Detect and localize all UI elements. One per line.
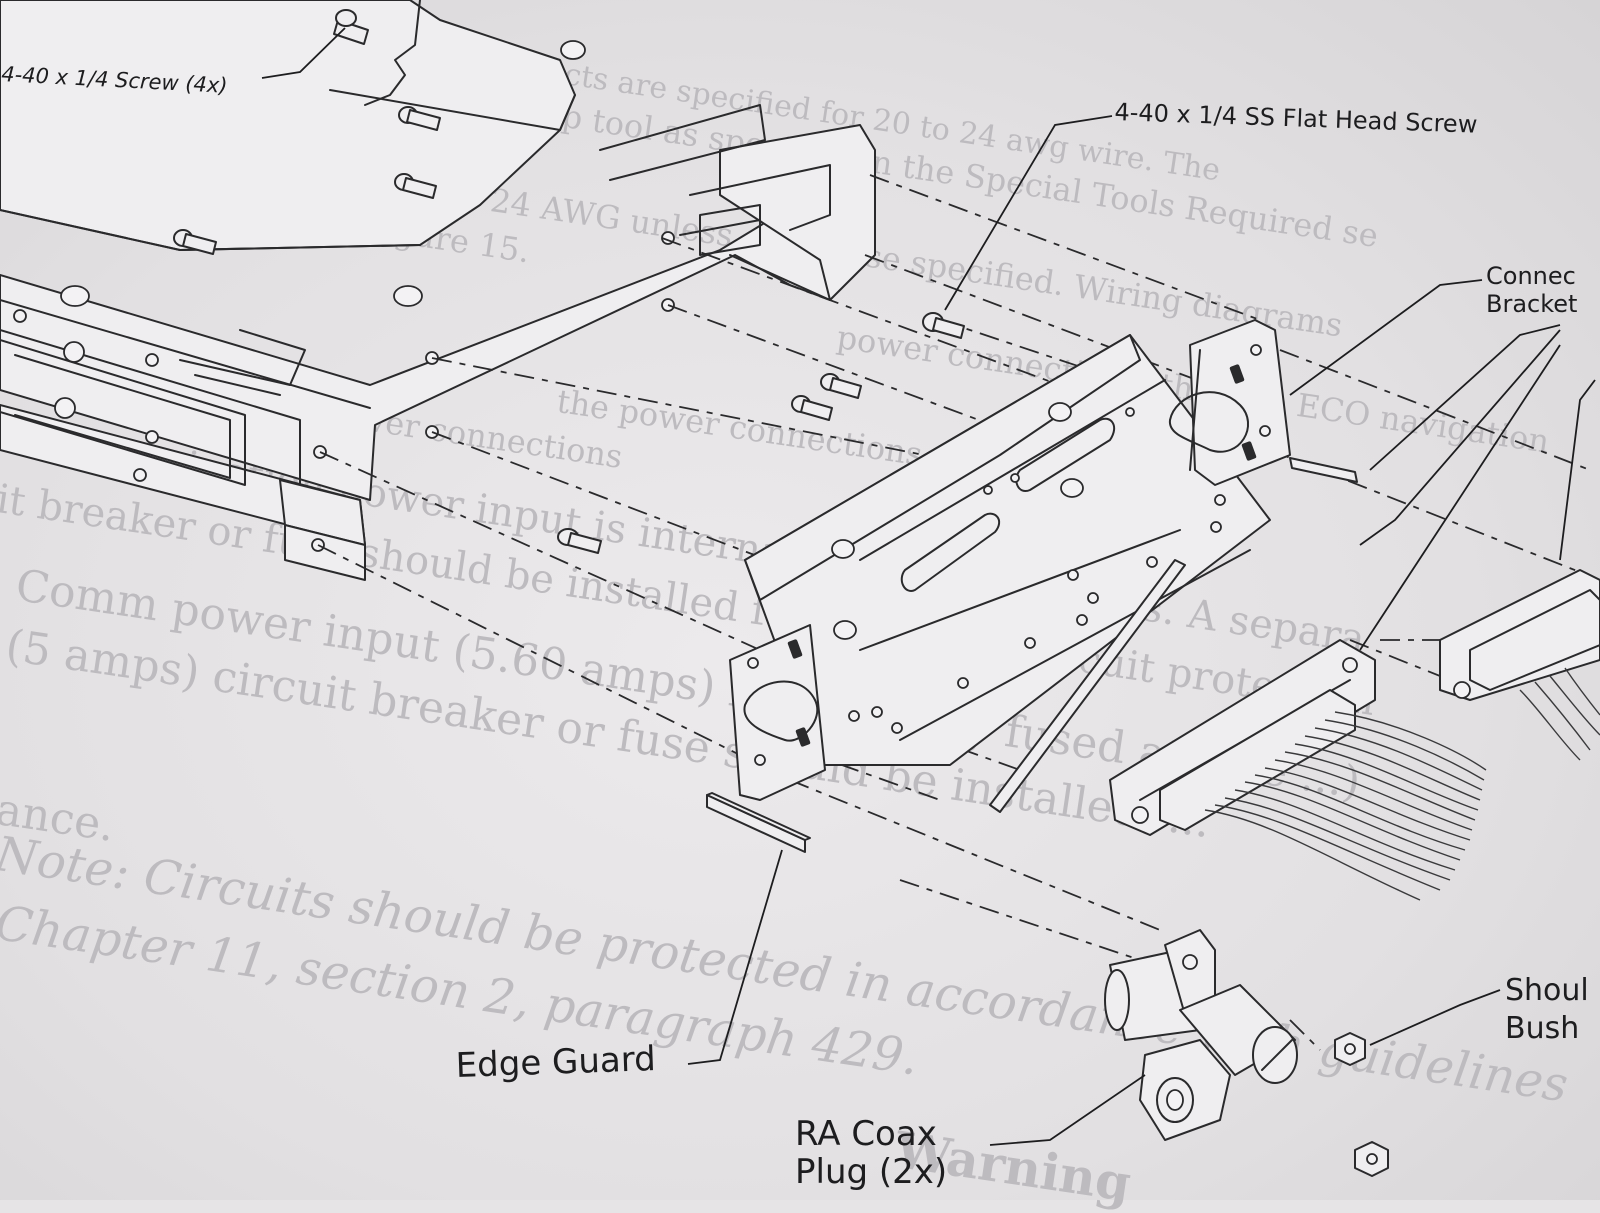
callout-connector-bracket-line2: Bracket — [1486, 290, 1578, 318]
edge-guard — [1289, 457, 1358, 483]
callout-ra-coax-plug-line1: RA Coax — [795, 1114, 937, 1154]
screw-icon — [333, 9, 369, 45]
d-sub-connector — [1109, 639, 1487, 901]
screw-icon — [557, 528, 602, 554]
d-sub-connector — [1439, 569, 1600, 761]
callout-shoulder-bushing-line1: Shoul — [1505, 973, 1589, 1008]
leader-lines — [261, 27, 1596, 1146]
callout-connector-bracket: Connec Bracket — [1486, 262, 1577, 318]
tray-chassis — [0, 0, 876, 581]
callout-shoulder-bushing-line2: Bush — [1505, 1011, 1580, 1046]
shoulder-bushing-icon — [1334, 1032, 1366, 1066]
callout-ra-coax-plug-line2: Plug (2x) — [795, 1152, 948, 1192]
ra-coax-plug — [1104, 929, 1298, 1141]
callout-edge-guard: Edge Guard — [455, 1039, 657, 1086]
screw-icon — [398, 106, 441, 131]
callout-connector-bracket-line1: Connec — [1486, 262, 1576, 290]
connector-bracket — [729, 319, 1291, 801]
screw-icon — [173, 229, 217, 255]
flat-head-screw-icon — [922, 312, 965, 339]
screw-icon — [820, 373, 862, 399]
callout-ra-coax-plug: RA Coax Plug (2x) — [795, 1115, 947, 1191]
screw-icon — [394, 173, 437, 199]
edge-guard — [706, 792, 811, 853]
edge-guard — [989, 559, 1186, 813]
callout-shoulder-bushing: Shoul Bush — [1505, 972, 1589, 1048]
shoulder-bushing-icon — [1354, 1141, 1389, 1177]
screw-icon — [791, 395, 833, 421]
